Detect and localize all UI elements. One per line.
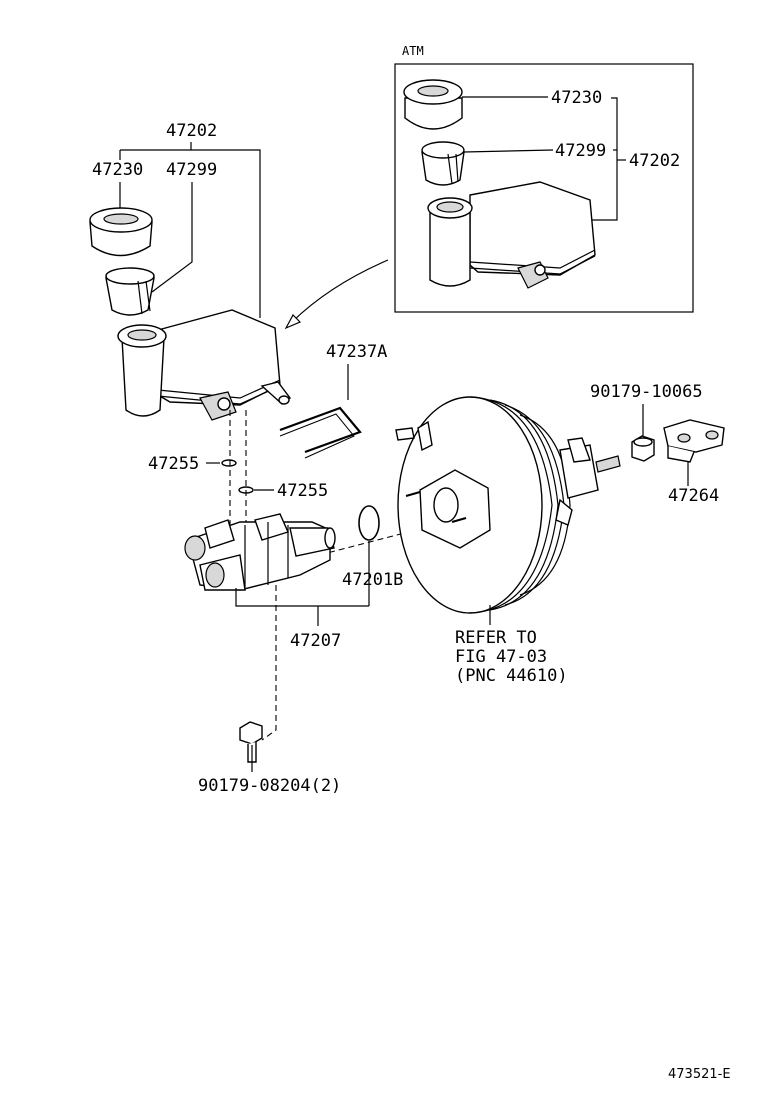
pin-icon [279, 406, 362, 459]
label-booster-ref-2: FIG 47-03 [455, 647, 547, 667]
inset-label-strainer: 47299 [555, 141, 606, 161]
reservoir-cap-icon [89, 207, 153, 257]
label-bracket: 47264 [668, 486, 719, 506]
arrow-icon [284, 259, 389, 330]
label-oring: 47201B [342, 570, 403, 590]
brake-booster-icon [395, 396, 621, 614]
label-booster-ref-3: (PNC 44610) [455, 666, 568, 686]
diagram-code: 473521-E [668, 1067, 731, 1082]
reservoir-tank-icon [427, 181, 596, 289]
label-grommet-lower: 47255 [277, 481, 328, 501]
reservoir-tank-icon [117, 309, 291, 421]
master-cylinder-icon [184, 513, 336, 591]
grommet-icon [221, 459, 237, 467]
label-bolt: 90179-08204(2) [198, 776, 341, 796]
inset-label-reservoir: 47202 [629, 151, 680, 171]
label-reservoir: 47202 [166, 121, 217, 141]
inset-label-cap: 47230 [551, 88, 602, 108]
label-grommet-upper: 47255 [148, 454, 199, 474]
label-strainer: 47299 [166, 160, 217, 180]
label-master-cylinder: 47207 [290, 631, 341, 651]
label-booster-ref-1: REFER TO [455, 628, 537, 648]
inset-frame [394, 63, 694, 313]
label-pin: 47237A [326, 342, 387, 362]
reservoir-cap-icon [403, 79, 463, 130]
inset-title: ATM [402, 44, 424, 58]
strainer-icon [421, 141, 465, 186]
bolt-icon [239, 721, 263, 763]
strainer-icon [105, 267, 155, 316]
bracket-icon [663, 419, 725, 463]
nut-icon [631, 435, 655, 462]
label-nut: 90179-10065 [590, 382, 703, 402]
label-cap: 47230 [92, 160, 143, 180]
o-ring-icon [358, 505, 380, 541]
inset-atm: ATM 47230 47299 [394, 44, 694, 313]
